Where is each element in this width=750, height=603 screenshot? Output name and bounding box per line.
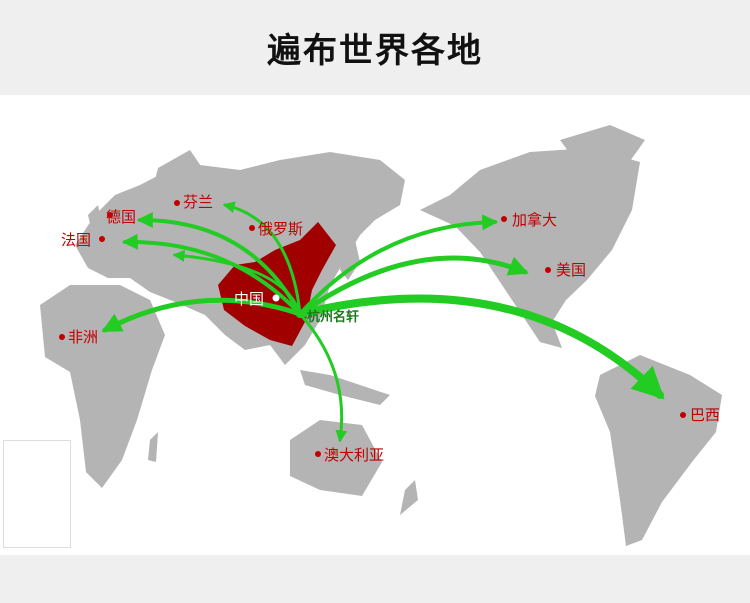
dot-china	[272, 294, 280, 302]
arrow-australia	[298, 312, 348, 443]
dot-australia	[315, 451, 321, 457]
world-map	[0, 95, 750, 555]
southeast-asia	[300, 370, 390, 405]
eurasia	[75, 152, 405, 365]
footer-band	[0, 555, 750, 603]
export-arrows	[101, 201, 665, 443]
arrow-finland	[222, 201, 302, 316]
label-canada: 加拿大	[512, 211, 558, 229]
dot-finland	[174, 200, 180, 206]
label-germany: 德国	[106, 208, 137, 226]
dot-africa	[59, 334, 65, 340]
header: 遍布世界各地	[0, 0, 750, 95]
dot-brazil	[680, 412, 686, 418]
scandinavia	[150, 150, 205, 205]
madagascar	[148, 432, 158, 462]
australia	[290, 420, 382, 496]
arrow-france	[121, 233, 302, 316]
dot-france	[99, 236, 105, 242]
dot-germany	[107, 212, 113, 218]
africa	[40, 285, 165, 488]
label-russia: 俄罗斯	[258, 220, 304, 238]
new-zealand	[400, 480, 418, 515]
label-china: 中国	[234, 290, 265, 308]
greenland	[560, 125, 645, 178]
label-brazil: 巴西	[690, 406, 721, 424]
map-svg	[40, 125, 722, 546]
north-america	[420, 148, 640, 348]
label-australia: 澳大利亚	[324, 446, 385, 464]
label-usa: 美国	[556, 261, 587, 279]
dot-hangzhou	[296, 310, 304, 318]
arrow-brazil	[296, 294, 665, 400]
dot-russia	[249, 225, 255, 231]
continents	[40, 125, 722, 546]
arrow-russia	[172, 249, 302, 316]
dot-canada	[501, 216, 507, 222]
south-america	[595, 355, 722, 546]
dot-usa	[545, 267, 551, 273]
city-dots	[59, 200, 686, 457]
japan	[340, 240, 360, 280]
south-china-sea-inset	[3, 440, 71, 548]
arrow-africa	[101, 297, 303, 333]
uk	[88, 205, 102, 232]
label-france: 法国	[61, 231, 92, 249]
label-finland: 芬兰	[183, 193, 214, 211]
label-hangzhou: 杭州名轩	[307, 310, 360, 325]
label-africa: 非洲	[68, 328, 99, 346]
arrow-canada	[298, 214, 499, 316]
page-title: 遍布世界各地	[267, 31, 483, 71]
arrow-usa	[297, 255, 529, 317]
